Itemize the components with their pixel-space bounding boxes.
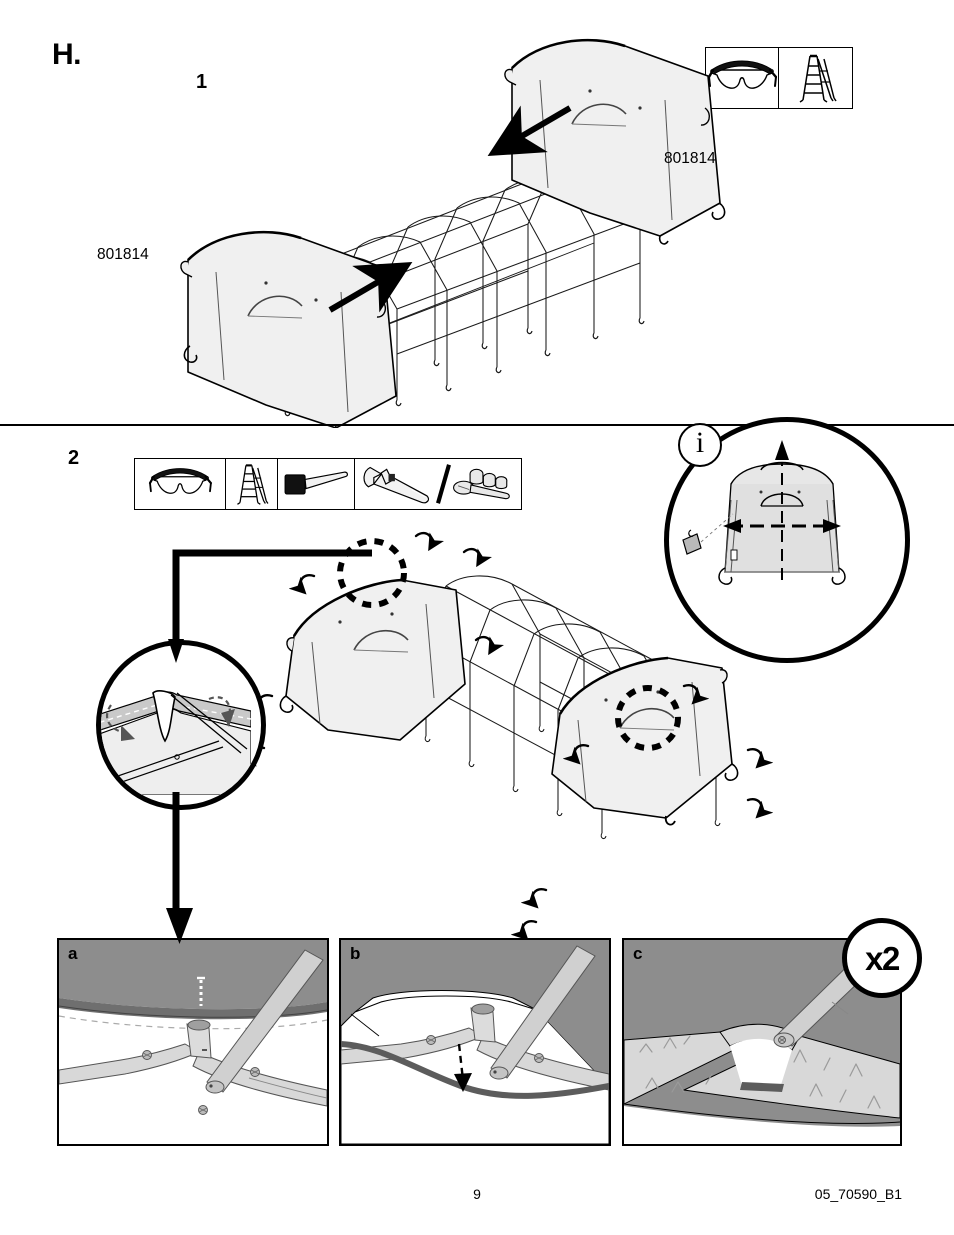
info-symbol-badge: i xyxy=(678,423,722,467)
repeat-count-badge: x2 xyxy=(842,918,922,998)
part-label-right: 801814 xyxy=(664,150,716,167)
detail-panel-c-letter: c xyxy=(633,944,643,963)
detail-panel-b-letter: b xyxy=(350,944,361,963)
part-label-left: 801814 xyxy=(97,246,149,263)
repeat-count-label: x2 xyxy=(865,939,900,977)
info-symbol: i xyxy=(695,426,705,459)
detail-panel-a-letter: a xyxy=(68,944,78,963)
detail-panel-b: b xyxy=(339,938,611,1146)
safety-glasses-icon xyxy=(706,48,779,108)
adjustable-wrench-icon xyxy=(355,459,521,509)
detail-to-panel-a-arrow xyxy=(160,792,200,944)
step-2-number: 2 xyxy=(68,447,80,469)
step-2-tool-strip xyxy=(134,458,522,510)
step-1-number: 1 xyxy=(196,71,208,93)
step-ladder-icon xyxy=(226,459,278,509)
detail-panel-a: a xyxy=(57,938,329,1146)
corner-joint-detail-circle xyxy=(96,640,266,810)
safety-glasses-icon xyxy=(135,459,226,509)
section-letter: H. xyxy=(52,38,82,71)
section-divider xyxy=(0,424,954,426)
page-number: 9 xyxy=(473,1186,481,1202)
rubber-mallet-icon xyxy=(278,459,355,509)
step-1-tool-strip xyxy=(705,47,853,109)
document-code: 05_70590_B1 xyxy=(814,1186,902,1202)
step-ladder-icon xyxy=(779,48,852,108)
